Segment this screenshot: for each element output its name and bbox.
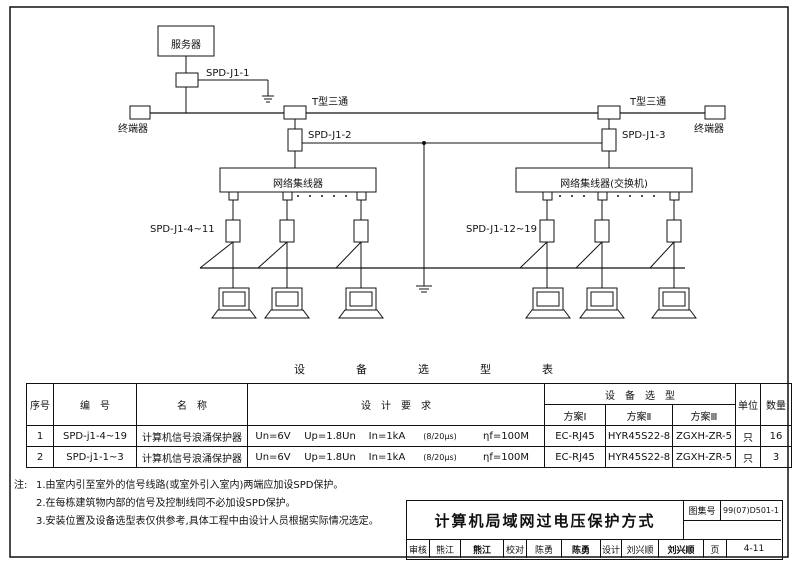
terminal-left-box [129, 105, 151, 120]
table-title: 设 备 选 型 表 [294, 363, 573, 376]
computer-icon [338, 287, 384, 319]
atlas-number: 99(07)D501-1 [721, 501, 781, 521]
tee-left-box [283, 105, 307, 120]
spd-right-label: SPD-J1-3 [622, 130, 666, 141]
computer-icon [651, 287, 697, 319]
computer-icons [211, 287, 697, 319]
note-item: 2.在每栋建筑物内部的信号及控制线同不必加设SPD保护。 [36, 498, 296, 509]
review-label: 审核 [407, 540, 430, 558]
terminal-right-box [704, 105, 726, 120]
notes-label: 注: [14, 480, 28, 491]
spd-server-label: SPD-J1-1 [206, 68, 250, 79]
terminal-right-label: 终端器 [694, 124, 724, 135]
tee-right-box [597, 105, 621, 120]
hub-right-box [515, 167, 693, 193]
equipment-table: 序号 编 号 名 称 设 计 要 求 设 备 选 型 单位 数量 方案Ⅰ 方案Ⅱ… [26, 383, 792, 468]
atlas-label: 图集号 [684, 501, 721, 521]
spd-left-box [287, 128, 303, 152]
checker-name: 陈勇 [527, 540, 562, 558]
reviewer-signature: 熊江 [461, 540, 504, 558]
computer-icon [211, 287, 257, 319]
reviewer-name: 熊江 [430, 540, 461, 558]
page-label: 页 [704, 540, 727, 558]
title-block: 计算机局域网过电压保护方式 图集号 99(07)D501-1 审核 熊江 熊江 … [406, 500, 783, 560]
designer-signature: 刘兴顺 [659, 540, 704, 558]
spd-group-left-label: SPD-J1-4~11 [150, 224, 215, 235]
header-index: 序号 [26, 383, 54, 426]
design-label: 设计 [601, 540, 622, 558]
note-item: 1.由室内引至室外的信号线路(或室外引入室内)两端应加设SPD保护。 [36, 480, 344, 491]
terminal-left-label: 终端器 [118, 124, 148, 135]
header-scheme2: 方案Ⅱ [605, 404, 673, 426]
page-number: 4-11 [743, 544, 765, 554]
check-label: 校对 [504, 540, 527, 558]
server-label: 服务器 [171, 40, 201, 51]
note-item: 3.安装位置及设备选型表仅供参考,具体工程中由设计人员根据实际情况选定。 [36, 516, 379, 527]
table-row: 1 SPD-j1-4~19 计算机信号浪涌保护器 Un=6V Up=1.8Un … [26, 425, 792, 447]
notes: 注: 1.由室内引至室外的信号线路(或室外引入室内)两端应加设SPD保护。 2.… [14, 477, 379, 531]
tee-right-label: T型三通 [630, 97, 667, 108]
tee-left-label: T型三通 [312, 97, 349, 108]
header-requirements: 设 计 要 求 [247, 383, 545, 426]
spd-right-box [601, 128, 617, 152]
header-selection: 设 备 选 型 [544, 383, 736, 405]
hub-left-box [219, 167, 377, 193]
spd-left-label: SPD-J1-2 [308, 130, 352, 141]
computer-icon [525, 287, 571, 319]
drawing-frame [9, 6, 789, 558]
header-code: 编 号 [53, 383, 137, 426]
checker-signature: 陈勇 [562, 540, 601, 558]
header-qty: 数量 [760, 383, 792, 426]
header-name: 名 称 [136, 383, 248, 426]
designer-name: 刘兴顺 [622, 540, 659, 558]
header-unit: 单位 [735, 383, 761, 426]
table-row: 2 SPD-j1-1~3 计算机信号浪涌保护器 Un=6V Up=1.8Un I… [26, 446, 792, 468]
computer-icon [264, 287, 310, 319]
header-scheme1: 方案Ⅰ [544, 404, 606, 426]
hub-right-label: 网络集线器(交换机) [560, 179, 648, 190]
computer-icon [579, 287, 625, 319]
header-scheme3: 方案Ⅲ [672, 404, 736, 426]
spd-group-right-label: SPD-J1-12~19 [466, 224, 537, 235]
drawing-title: 计算机局域网过电压保护方式 [407, 501, 684, 540]
spd-server-box [175, 72, 199, 88]
hub-left-label: 网络集线器 [273, 179, 323, 190]
